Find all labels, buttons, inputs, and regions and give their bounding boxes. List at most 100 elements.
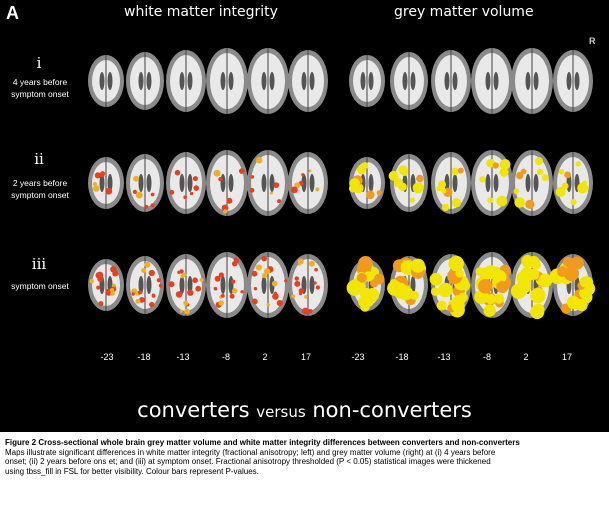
ventricle [574,72,580,90]
effect-cluster [558,169,565,175]
brain-slice [553,50,593,112]
effect-cluster [562,256,574,268]
brain-slice [166,50,206,112]
slice-label: 17 [300,352,311,362]
effect-cluster [150,203,155,208]
effect-cluster [570,199,577,206]
brain-slice [247,252,289,318]
effect-cluster [315,285,321,290]
brain-slice [431,50,471,112]
effect-cluster [135,191,143,199]
effect-cluster [360,302,370,312]
effect-cluster [492,162,499,169]
effect-cluster [193,185,200,191]
ventricle [146,174,152,192]
effect-cluster [158,283,163,288]
effect-cluster [513,188,520,195]
effect-cluster [308,309,313,314]
effect-cluster [94,172,101,179]
effect-cluster [570,256,584,270]
brain-slice [471,48,513,114]
ventricle [220,174,226,192]
effect-cluster [182,272,187,278]
effect-cluster [150,192,155,197]
effect-cluster [302,307,309,315]
effect-cluster [98,301,104,307]
effect-cluster [388,170,399,181]
ventricle [228,72,234,90]
effect-cluster [516,171,524,180]
ventricle [228,174,234,192]
effect-cluster [475,267,485,276]
effect-cluster [276,300,283,307]
brain-slice [126,52,164,110]
effect-cluster [580,277,590,288]
effect-cluster [528,268,540,280]
effect-cluster [294,276,299,281]
brain-slice [247,48,289,114]
effect-cluster [291,186,298,194]
effect-cluster [266,303,270,307]
effect-cluster [534,157,544,166]
effect-cluster [530,287,546,304]
effect-cluster [315,187,320,192]
effect-cluster [270,191,273,195]
slice-label: 2 [262,352,268,362]
slice-label: -13 [437,352,451,362]
effect-cluster [494,293,505,304]
effect-cluster [179,269,184,274]
ventricle [485,174,491,192]
effect-cluster [457,167,464,174]
brain-slice [471,252,513,318]
ventricle [309,174,315,192]
effect-cluster [393,178,404,188]
ventricle [261,72,267,90]
effect-cluster [349,178,360,189]
effect-cluster [271,280,278,287]
effect-cluster [308,260,315,267]
effect-cluster [144,261,151,268]
brain-slice [431,152,471,214]
ventricle [269,276,275,294]
ventricle [301,174,307,192]
effect-cluster [131,292,135,296]
effect-cluster [555,186,566,198]
ventricle [179,276,185,294]
effect-cluster [110,291,115,296]
effect-cluster [89,278,94,284]
effect-cluster [485,294,496,305]
effect-cluster [536,168,544,176]
effect-cluster [401,170,408,176]
effect-cluster [183,195,187,199]
effect-cluster [175,291,183,298]
effect-cluster [95,272,102,279]
effect-cluster [496,195,508,207]
row-numeral-i: i [36,54,42,72]
ventricle [261,276,267,294]
effect-cluster [538,273,553,288]
brain-slice [247,150,289,216]
effect-cluster [298,288,305,294]
ventricle [107,72,113,90]
effect-cluster [141,268,147,273]
brain-slice [349,55,385,107]
effect-cluster [448,255,465,272]
effect-cluster [93,182,97,186]
brain-slice [553,152,593,214]
ventricle [107,174,113,192]
effect-cluster [220,293,225,298]
ventricle [99,174,105,192]
brain-slice [288,254,328,316]
effect-cluster [256,157,263,164]
effect-cluster [487,197,494,204]
ventricle [525,174,531,192]
effect-cluster [362,291,373,302]
effect-cluster [564,171,571,179]
effect-cluster [109,287,115,293]
effect-cluster [139,297,145,303]
effect-cluster [253,287,258,291]
ventricle [269,72,275,90]
ventricle [138,72,144,90]
ventricle [146,276,152,294]
brain-slice [88,259,124,311]
